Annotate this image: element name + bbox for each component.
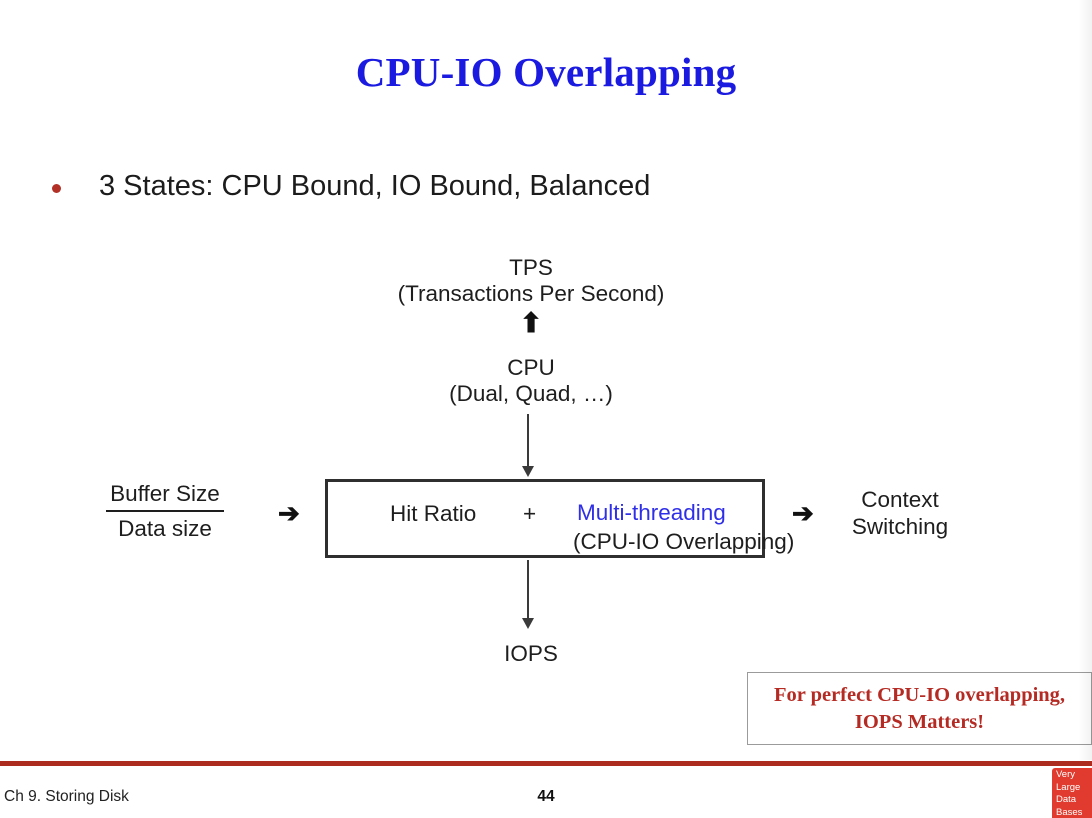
vldb-logo-line2: Large: [1056, 781, 1081, 793]
arrow-head: [522, 618, 534, 629]
multi-threading-label: Multi-threading: [577, 500, 726, 525]
arrow-right-input-icon: ➔: [278, 498, 300, 528]
fraction-numerator: Buffer Size: [110, 481, 220, 506]
callout-line2: IOPS Matters!: [854, 710, 985, 733]
fraction-denominator: Data size: [118, 516, 212, 541]
callout-line1: For perfect CPU-IO overlapping,: [773, 683, 1066, 706]
buffer-data-ratio: Buffer Size Data size: [106, 480, 224, 542]
plus-operator: +: [523, 501, 537, 526]
bullet-dot-icon: [52, 184, 61, 193]
footer-divider: [0, 761, 1092, 766]
bullet-item-label: 3 States: CPU Bound, IO Bound, Balanced: [99, 170, 651, 202]
arrow-head: [522, 466, 534, 477]
footer-page-number: 44: [537, 788, 555, 805]
context-switching-line1: Context: [861, 487, 939, 512]
context-switching-node: Context Switching: [830, 486, 970, 540]
vldb-logo-line1: Very: [1056, 769, 1076, 780]
tps-subtitle: (Transactions Per Second): [397, 281, 665, 307]
hit-ratio-label: Hit Ratio: [390, 501, 477, 526]
vldb-logo: Very Large Data Bases: [1052, 768, 1092, 818]
cpu-node: CPU (Dual, Quad, …): [0, 355, 1062, 408]
cpu-io-diagram: TPS (Transactions Per Second) ⬆ CPU (Dua…: [0, 255, 1062, 666]
fraction-bar: [106, 510, 224, 512]
bullet-list-item: 3 States: CPU Bound, IO Bound, Balanced: [52, 168, 650, 204]
cpu-title: CPU: [507, 355, 555, 380]
footer-chapter-label: Ch 9. Storing Disk: [4, 788, 129, 805]
cpu-subtitle: (Dual, Quad, …): [449, 381, 613, 407]
center-box: Hit Ratio + Multi-threading (CPU-IO Over…: [325, 479, 794, 558]
vldb-logo-line4: Bases: [1056, 806, 1083, 818]
footer-bar: Ch 9. Storing Disk 44: [0, 766, 1092, 818]
callout-box: For perfect CPU-IO overlapping, IOPS Mat…: [747, 672, 1092, 745]
context-switching-line2: Switching: [851, 514, 949, 539]
vldb-logo-line3: Data: [1056, 794, 1077, 805]
arrow-up-icon: ⬆: [519, 308, 543, 338]
arrow-shaft: [527, 414, 529, 468]
tps-node: TPS (Transactions Per Second): [0, 255, 1062, 308]
tps-title: TPS: [509, 255, 553, 280]
cpu-io-overlapping-note: (CPU-IO Overlapping): [573, 529, 795, 554]
iops-node: IOPS: [504, 641, 558, 666]
arrow-right-output-icon: ➔: [792, 498, 814, 528]
arrow-shaft: [527, 560, 529, 620]
page-title: CPU-IO Overlapping: [355, 49, 737, 95]
